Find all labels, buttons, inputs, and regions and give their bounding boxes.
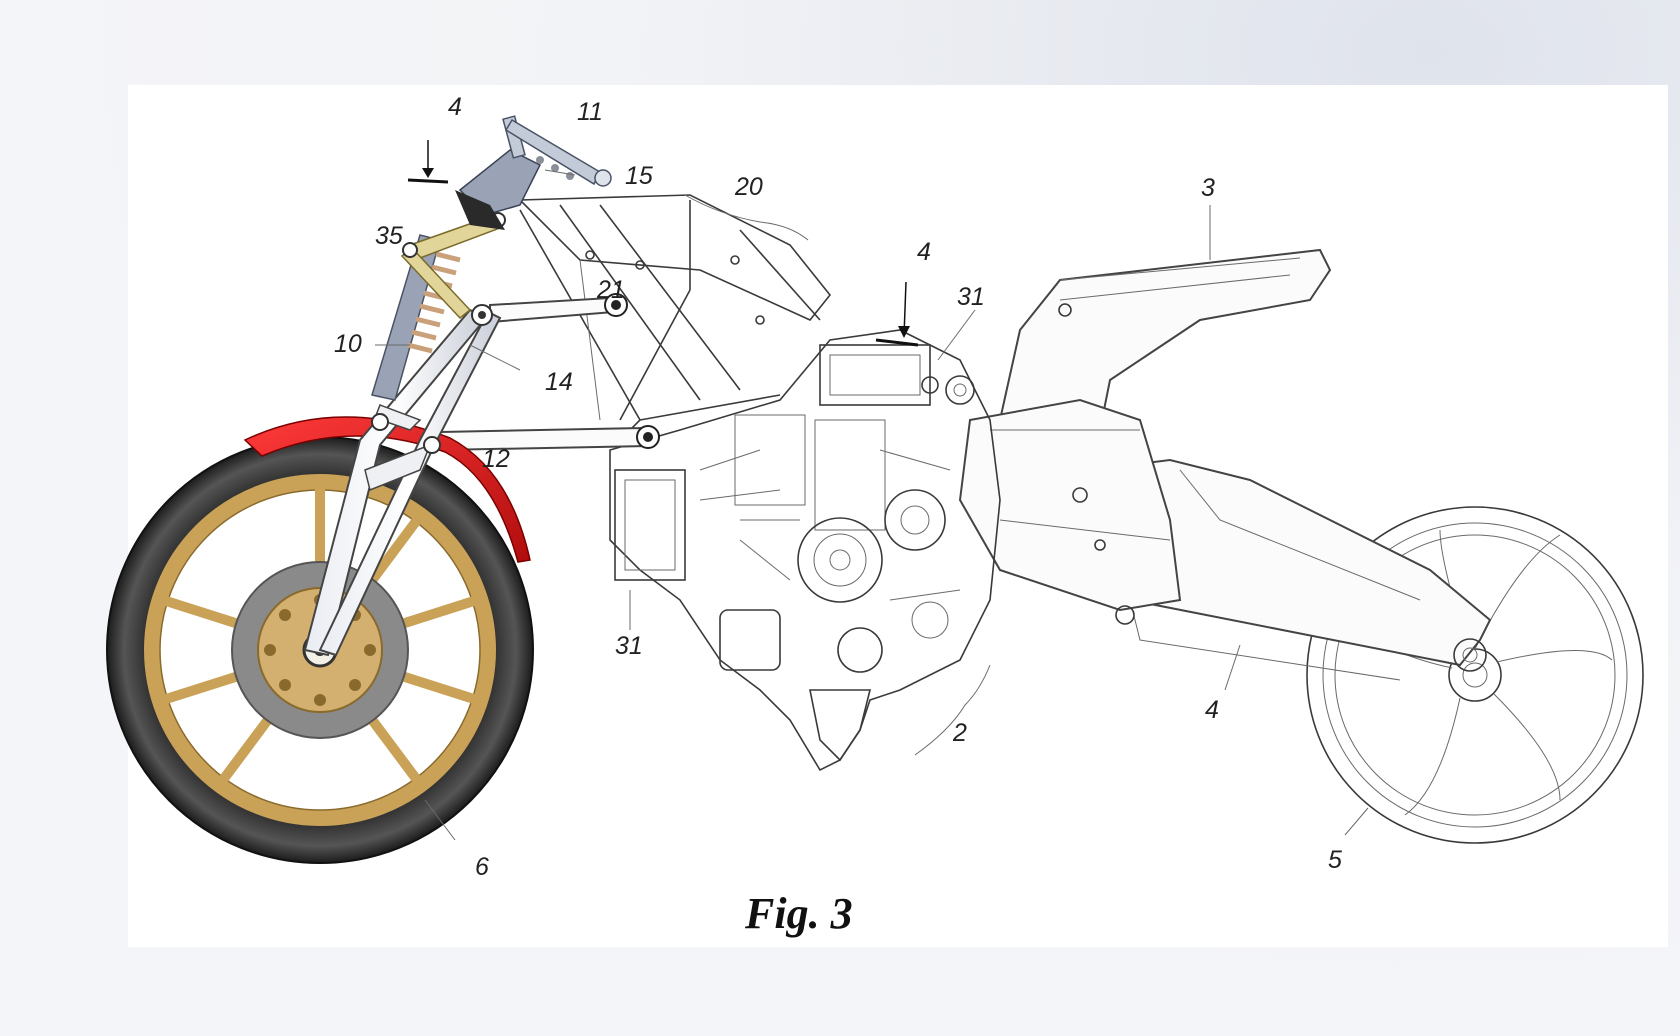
callout-4-mid: 4: [917, 238, 931, 266]
section-marker-mid: [875, 281, 919, 347]
callout-31-top: 31: [957, 283, 985, 311]
callout-6: 6: [475, 853, 489, 881]
engine: [609, 329, 1001, 772]
callout-4-top: 4: [448, 93, 462, 121]
callout-3: 3: [1201, 174, 1215, 202]
frame-side-plate: [958, 398, 1182, 625]
callout-14: 14: [545, 368, 573, 396]
callout-20: 20: [734, 173, 763, 201]
front-upright: [303, 304, 502, 657]
callout-12: 12: [482, 445, 510, 473]
section-marker-top: [407, 140, 449, 184]
callout-11: 11: [577, 98, 603, 126]
callout-10: 10: [334, 330, 362, 358]
callout-31-bottom: 31: [615, 632, 643, 660]
callout-21: 21: [596, 276, 625, 304]
callout-15: 15: [625, 162, 653, 190]
callout-4-swingarm: 4: [1205, 696, 1219, 724]
callout-5: 5: [1328, 846, 1342, 874]
main-frame: [518, 194, 832, 441]
steering-head: [455, 115, 612, 230]
figure-caption: Fig. 3: [744, 889, 853, 938]
callout-35: 35: [375, 222, 403, 250]
callout-2: 2: [952, 719, 967, 747]
leader-lines: [375, 169, 1369, 841]
callout-labels: 4 11 15 20 35 21 10 14 12 4 31 3 31 2 4 …: [334, 93, 1342, 881]
